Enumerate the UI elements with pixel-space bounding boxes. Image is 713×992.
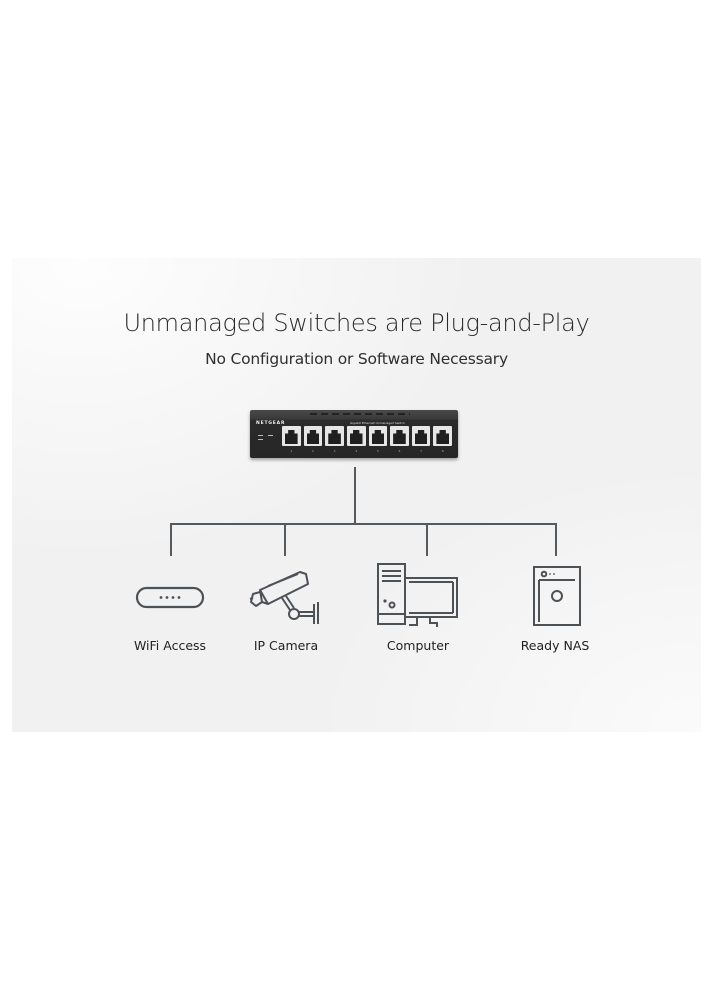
diagram-subtitle: No Configuration or Software Necessary: [205, 350, 508, 368]
port-number: 4: [355, 449, 358, 453]
bus-line: [170, 523, 557, 525]
port-number: 6: [398, 449, 401, 453]
ethernet-port: [390, 426, 409, 446]
switch-leds: [258, 435, 278, 443]
switch-brand: NETGEAR: [256, 421, 286, 426]
switch-vents: [310, 413, 410, 415]
port-number: 5: [376, 449, 379, 453]
port-number: 7: [420, 449, 423, 453]
port-number: 8: [441, 449, 444, 453]
device-label-computer: Computer: [386, 638, 450, 653]
drop-line-camera: [284, 523, 286, 556]
drop-line-computer: [426, 523, 428, 556]
ethernet-port: [411, 426, 431, 446]
ethernet-port: [325, 426, 344, 446]
trunk-line: [354, 467, 356, 525]
diagram-title: Unmanaged Switches are Plug-and-Play: [123, 309, 590, 337]
drop-line-nas: [555, 523, 557, 556]
device-label-ready-nas: Ready NAS: [520, 638, 590, 653]
device-label-wifi-access: WiFi Access: [133, 638, 207, 653]
switch-spec-text: Gigabit Ethernet Unmanaged Switch: [350, 421, 405, 425]
drop-line-wifi: [170, 523, 172, 556]
network-switch-icon: NETGEAR Gigabit Ethernet Unmanaged Switc…: [250, 410, 458, 458]
diagram-panel: [12, 258, 701, 732]
port-numbers: 1 2 3 4 5 6 7 8: [282, 449, 452, 453]
ethernet-port: [433, 426, 452, 446]
ethernet-port: [346, 426, 366, 446]
port-number: 3: [333, 449, 336, 453]
ethernet-port: [282, 426, 301, 446]
ethernet-port: [368, 426, 388, 446]
switch-ports: [282, 426, 452, 446]
nas-icon: [533, 566, 581, 626]
wifi-access-point-icon: [135, 586, 205, 609]
device-label-ip-camera: IP Camera: [253, 638, 319, 653]
ethernet-port: [303, 426, 323, 446]
port-number: 2: [311, 449, 314, 453]
ip-camera-icon: [249, 571, 319, 624]
port-number: 1: [290, 449, 293, 453]
computer-icon: [377, 563, 458, 627]
